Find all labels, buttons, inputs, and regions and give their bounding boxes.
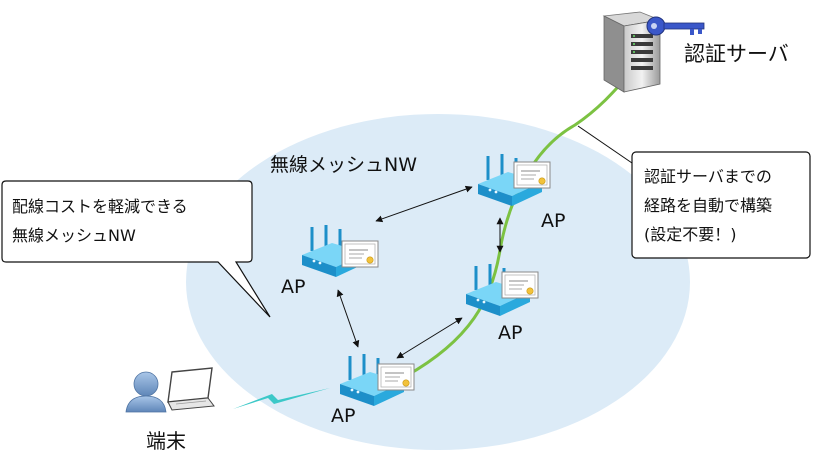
- right-callout-line-3: (設定不要！): [644, 225, 737, 244]
- ap-label-1: AP: [281, 276, 306, 298]
- ap-label-3: AP: [498, 322, 523, 344]
- user-person-icon: [125, 371, 167, 413]
- mesh-network-label: 無線メッシュNW: [270, 154, 417, 176]
- right-callout-pointer: [577, 125, 633, 164]
- ap-label-4: AP: [331, 405, 356, 427]
- right-callout-text: 認証サーバまでの 経路を自動で構築 (設定不要！): [644, 162, 772, 249]
- key-icon: [646, 16, 705, 36]
- mesh-link-ap1-ap2: [375, 185, 473, 223]
- auth-server-icon: [602, 11, 662, 93]
- left-callout-bubble: [1, 180, 271, 318]
- right-callout-line-1: 認証サーバまでの: [644, 167, 772, 186]
- mesh-network-area: [186, 114, 690, 450]
- auth-server-label: 認証サーバ: [684, 42, 789, 66]
- mesh-link-ap3-ap4: [396, 317, 463, 359]
- ap-label-2: AP: [541, 210, 566, 232]
- terminal-label: 端末: [146, 429, 186, 452]
- left-callout-text: 配線コストを軽減できる 無線メッシュNW: [12, 192, 188, 250]
- right-callout-box: [631, 151, 811, 259]
- left-callout-line-1: 配線コストを軽減できる: [12, 197, 188, 216]
- mesh-link-ap1-ap4: [336, 289, 360, 348]
- right-callout-line-2: 経路を自動で構築: [644, 196, 773, 215]
- left-callout-line-2: 無線メッシュNW: [12, 226, 136, 245]
- laptop-icon: [167, 367, 215, 411]
